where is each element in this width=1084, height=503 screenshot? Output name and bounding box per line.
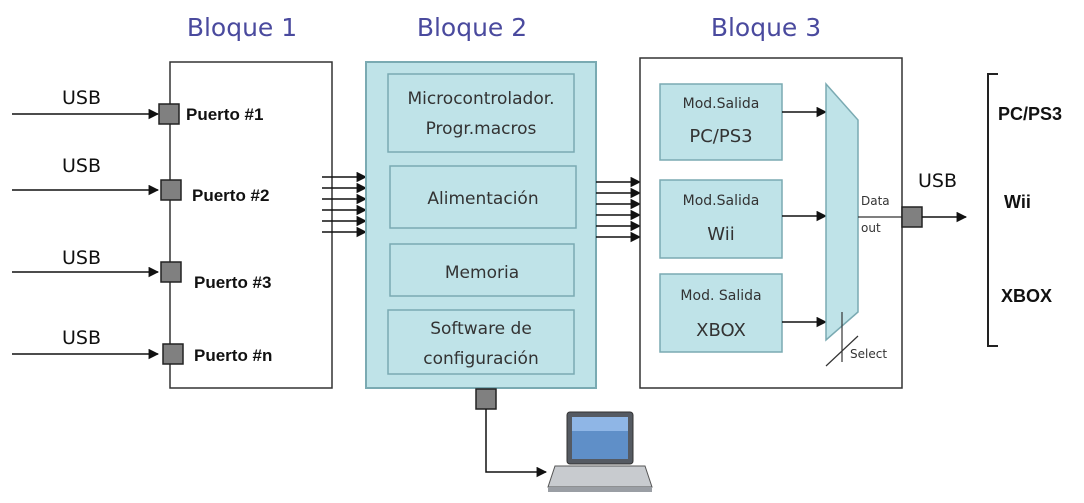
output-usb-label: USB bbox=[918, 170, 957, 192]
port-label-1: Puerto #1 bbox=[186, 105, 263, 124]
input-port-3: USB Puerto #3 bbox=[12, 247, 271, 292]
laptop-icon bbox=[547, 411, 653, 492]
module-xbox-box bbox=[659, 273, 783, 353]
module-xbox-label: XBOX bbox=[696, 320, 746, 341]
port-connector-icon bbox=[160, 179, 182, 201]
usb-label-2: USB bbox=[62, 155, 101, 177]
port-connector-icon bbox=[158, 103, 180, 125]
bus-arrows-1-2 bbox=[322, 171, 368, 238]
micro-label-2: Progr.macros bbox=[426, 119, 537, 139]
memory-box bbox=[389, 243, 575, 297]
block1-box bbox=[169, 61, 333, 389]
usb-label-1: USB bbox=[62, 87, 101, 109]
input-port-1: USB Puerto #1 bbox=[12, 87, 263, 125]
config-link bbox=[485, 409, 548, 478]
select-label: Select bbox=[850, 347, 887, 361]
software-label-2: configuración bbox=[423, 349, 538, 369]
input-port-2: USB Puerto #2 bbox=[12, 155, 269, 205]
usb-label-n: USB bbox=[62, 327, 101, 349]
console-xbox: XBOX bbox=[1001, 286, 1052, 306]
console-wii: Wii bbox=[1004, 192, 1031, 212]
port-label-3: Puerto #3 bbox=[194, 273, 271, 292]
data-out-label: Data bbox=[861, 194, 890, 208]
port-connector-icon bbox=[160, 261, 182, 283]
config-port-icon bbox=[475, 388, 497, 410]
input-port-n: USB Puerto #n bbox=[12, 327, 272, 365]
port-label-2: Puerto #2 bbox=[192, 186, 269, 205]
data-out-label-2: out bbox=[861, 221, 881, 235]
console-pcps3: PC/PS3 bbox=[998, 104, 1062, 124]
micro-box bbox=[387, 73, 575, 153]
block2-title: Bloque 2 bbox=[417, 13, 527, 42]
module-pcps3-box bbox=[659, 83, 783, 161]
module-pcps3-title: Mod.Salida bbox=[683, 96, 760, 112]
block1-title: Bloque 1 bbox=[187, 13, 297, 42]
power-label: Alimentación bbox=[427, 189, 538, 209]
software-box bbox=[387, 309, 575, 375]
block3-title: Bloque 3 bbox=[711, 13, 821, 42]
module-wii-box bbox=[659, 179, 783, 259]
port-connector-icon bbox=[162, 343, 184, 365]
power-box bbox=[389, 165, 577, 229]
console-bracket bbox=[987, 73, 998, 347]
module-pcps3-label: PC/PS3 bbox=[689, 126, 752, 147]
software-label: Software de bbox=[430, 319, 532, 339]
module-wii-label: Wii bbox=[707, 224, 734, 245]
multiplexer bbox=[825, 82, 859, 342]
output-port-icon bbox=[901, 206, 923, 228]
module-xbox-title: Mod. Salida bbox=[680, 288, 761, 304]
usb-label-3: USB bbox=[62, 247, 101, 269]
port-label-n: Puerto #n bbox=[194, 346, 272, 365]
select-slash bbox=[825, 335, 859, 367]
memory-label: Memoria bbox=[445, 263, 519, 283]
module-wii-title: Mod.Salida bbox=[683, 193, 760, 209]
micro-label: Microcontrolador. bbox=[407, 89, 554, 109]
bus-arrows-2-3 bbox=[596, 176, 642, 243]
